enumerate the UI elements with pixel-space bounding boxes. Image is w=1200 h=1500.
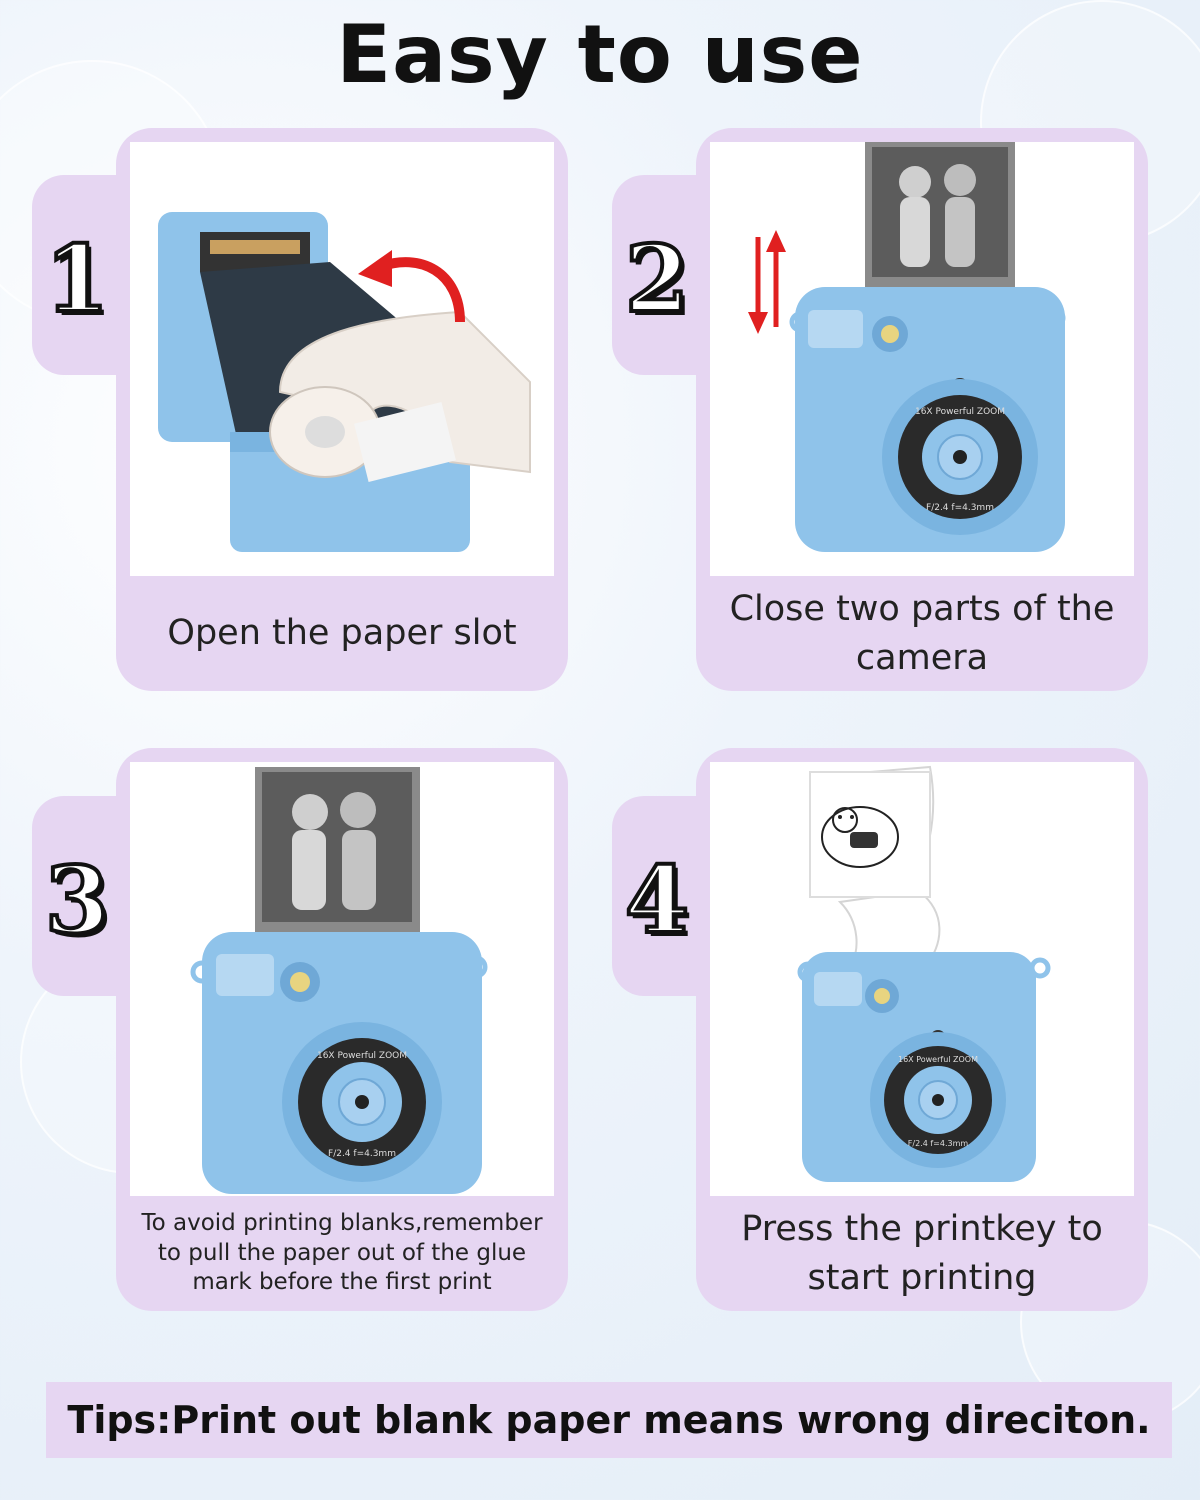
step-photo: 16X Powerful ZOOM F/2.4 f=4.3mm [130, 762, 554, 1196]
tips-banner: Tips:Print out blank paper means wrong d… [46, 1382, 1172, 1458]
step-number: 4 [623, 844, 691, 956]
step-number: 3 [43, 844, 111, 956]
step-number-tab: 1 [32, 175, 132, 375]
step-number-tab: 2 [612, 175, 712, 375]
lens-label: F/2.4 f=4.3mm [926, 503, 994, 513]
step-card-4: 16X Powerful ZOOM F/2.4 f=4.3mm Press th… [696, 748, 1148, 1311]
step-number-tab: 4 [612, 796, 712, 996]
step-card-2: 16X Powerful ZOOM F/2.4 f=4.3mm Close tw… [696, 128, 1148, 691]
camera-printing-illustration: 16X Powerful ZOOM F/2.4 f=4.3mm [797, 765, 1051, 1182]
step-number-tab: 3 [32, 796, 132, 996]
step-number: 2 [623, 223, 691, 335]
step-caption: Open the paper slot [167, 613, 517, 653]
step-caption: To avoid printing blanks,remember to pul… [141, 1209, 543, 1296]
step-caption: Press the printkey to start printing [741, 1208, 1103, 1298]
zoom-label: 16X Powerful ZOOM [317, 1051, 407, 1061]
lens-label: F/2.4 f=4.3mm [908, 1139, 969, 1148]
step-photo [130, 142, 554, 576]
camera-with-photo-illustration: 16X Powerful ZOOM F/2.4 f=4.3mm [748, 142, 1066, 552]
step-card-3: 16X Powerful ZOOM F/2.4 f=4.3mm To avoid… [116, 748, 568, 1311]
step-caption: Close two parts of the camera [729, 588, 1115, 678]
step-photo: 16X Powerful ZOOM F/2.4 f=4.3mm [710, 142, 1134, 576]
camera-with-photo-illustration: 16X Powerful ZOOM F/2.4 f=4.3mm [190, 767, 488, 1194]
lens-label: F/2.4 f=4.3mm [328, 1149, 396, 1159]
step-photo: 16X Powerful ZOOM F/2.4 f=4.3mm [710, 762, 1134, 1196]
page-title: Easy to use [336, 8, 864, 101]
zoom-label: 16X Powerful ZOOM [915, 407, 1005, 417]
open-printer-illustration [158, 212, 531, 552]
step-number: 1 [43, 223, 111, 335]
step-card-1: Open the paper slot [116, 128, 568, 691]
zoom-label: 16X Powerful ZOOM [898, 1055, 978, 1064]
